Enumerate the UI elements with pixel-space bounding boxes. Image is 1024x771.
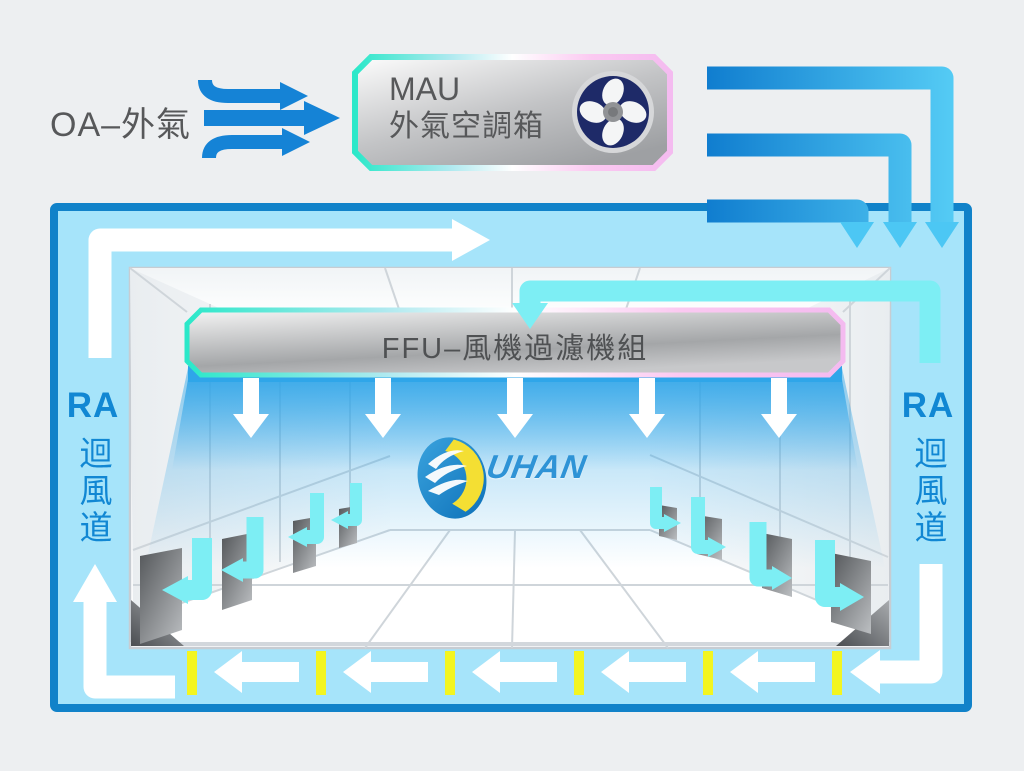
ra-name-left: 迴風道 <box>75 436 112 547</box>
ra-abbr-left: RA <box>66 386 120 425</box>
juhan-wing-icon <box>417 437 487 519</box>
oa-intake-arrows <box>198 79 340 159</box>
ffu-unit-bar <box>184 307 846 378</box>
left-duct-return-arrow <box>73 564 175 699</box>
ra-return-duct-label-left: RA 迴風道 <box>56 386 130 547</box>
return-air-vent-arrowheads <box>162 511 864 611</box>
vent-panel <box>140 548 182 644</box>
mau-supply-arrows <box>707 66 959 248</box>
mau-label: MAU 外氣空調箱 <box>389 70 544 146</box>
mau-unit-box <box>352 54 673 171</box>
mau-title: MAU <box>389 71 461 107</box>
oa-outside-air-label: OA–外氣 <box>50 106 192 144</box>
mau-subtitle: 外氣空調箱 <box>389 110 544 143</box>
supply-downflow-arrows <box>233 378 797 438</box>
ra-return-duct-label-right: RA 迴風道 <box>891 386 965 547</box>
return-air-to-ffu-arrow <box>512 280 941 363</box>
fan-icon <box>572 71 654 153</box>
ra-abbr-right: RA <box>901 386 955 425</box>
floor-pedestal-markers <box>187 651 842 695</box>
floor-duct-flow <box>187 651 842 695</box>
juhan-logo-text: UHAN <box>483 448 590 485</box>
floor-duct-arrows <box>214 651 815 693</box>
ra-name-right: 迴風道 <box>910 436 947 547</box>
return-air-vent-arrows <box>188 483 840 607</box>
right-duct-return-arrow <box>850 564 943 694</box>
plenum-crossflow-arrow <box>88 219 490 358</box>
ffu-label: FFU–風機過濾機組 <box>381 333 649 365</box>
